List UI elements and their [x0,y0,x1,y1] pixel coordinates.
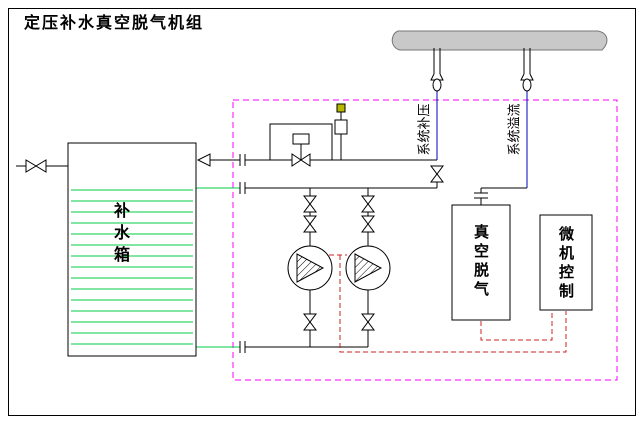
pump2-discharge-valve-icon [361,203,375,213]
system-connection-lines [436,91,528,188]
makeup-water-tank [67,142,197,357]
flange-icon [239,154,246,353]
pump1-discharge-valve-icon [303,203,317,213]
system-valve-icon [430,173,444,183]
water-lines [71,187,240,348]
process-piping [16,48,593,357]
tank-label: 补水箱 [111,202,128,268]
float-valve-icon [196,153,211,167]
system-pressure-label: 系统补压 [416,103,432,156]
system-main-pipe [391,30,608,51]
controller-box [539,214,593,311]
degasser-label: 真空脱气 [472,224,489,300]
system-overflow-label: 系统溢流 [506,103,522,156]
degasser-control-wire [480,311,553,341]
diagram-title: 定压补水真空脱气机组 [24,15,205,32]
safety-valve-cap [336,103,346,113]
drawing-border [8,8,636,416]
inlet-valve-icon [25,159,37,173]
controller-label: 微机控制 [557,226,574,302]
pump-control-wire [339,255,567,353]
pipe-nozzle-icon [430,48,534,92]
unit-enclosure-boundary [232,99,618,381]
control-wiring [329,254,567,353]
pump1-suction-valve-icon [303,321,317,331]
pump1-check-valve-icon [303,223,317,233]
safety-valve-icon [334,119,348,135]
bypass-loop [269,123,333,160]
solenoid-valve-icon [300,153,311,167]
pump2-check-valve-icon [361,223,375,233]
vacuum-degasser-box [451,204,511,321]
valve-actuator-icon [292,133,310,145]
pump2-suction-valve-icon [361,321,375,331]
